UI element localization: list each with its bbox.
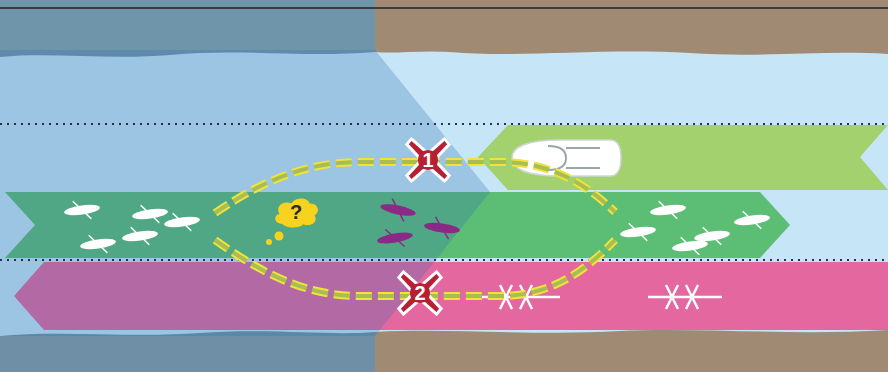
callout-cross: 1 [405,137,451,183]
kayak-hull [164,215,201,229]
kayak-hull [672,239,709,253]
cross-mark [399,272,441,314]
callout-cross: 2 [397,270,443,316]
kayak-hull [734,213,771,227]
kayak [63,198,101,223]
cross-center [418,150,438,170]
thought-dot [266,239,272,245]
overtaking-path [215,162,615,296]
thought-dots [266,232,284,246]
kayak [649,198,687,223]
top-bank [0,0,888,57]
kayak-hull [64,203,101,217]
kayak-hull [376,230,413,245]
kayak-hull [620,225,657,239]
boat-hull [512,140,621,176]
cloud-shape [275,198,318,227]
callout-number: 1 [422,150,433,170]
lane-divider [0,124,888,260]
kayak-group [63,196,771,258]
kayak-hull [80,237,117,251]
bank-edge [0,7,888,9]
bottom-bank [0,330,888,372]
cross-center [410,283,430,303]
boat-cabin [548,146,600,170]
lane-band [478,125,888,190]
kayak [163,210,201,235]
kayak-hull [650,203,687,217]
kayak [671,234,709,259]
callout-number: 2 [414,283,425,303]
cross-mark [407,139,449,181]
question-mark: ? [290,202,302,222]
bank-right [375,330,888,372]
motor-boat [512,140,621,176]
rowing-shell [648,285,722,309]
kayak-hull [122,229,159,243]
kayak [376,225,415,251]
kayak [79,232,117,257]
kayak-hull [132,207,169,221]
kayak-hull [424,221,461,235]
kayak-hull [694,229,731,243]
thought-bubble: ? [273,195,319,229]
kayak-hull [379,202,416,218]
kayak [131,202,169,227]
kayak [121,224,159,249]
thought-dot [275,232,284,241]
kayak [733,208,771,233]
kayak [619,220,657,245]
bank-left [0,331,375,372]
kayak [378,196,417,223]
kayak [423,216,461,241]
